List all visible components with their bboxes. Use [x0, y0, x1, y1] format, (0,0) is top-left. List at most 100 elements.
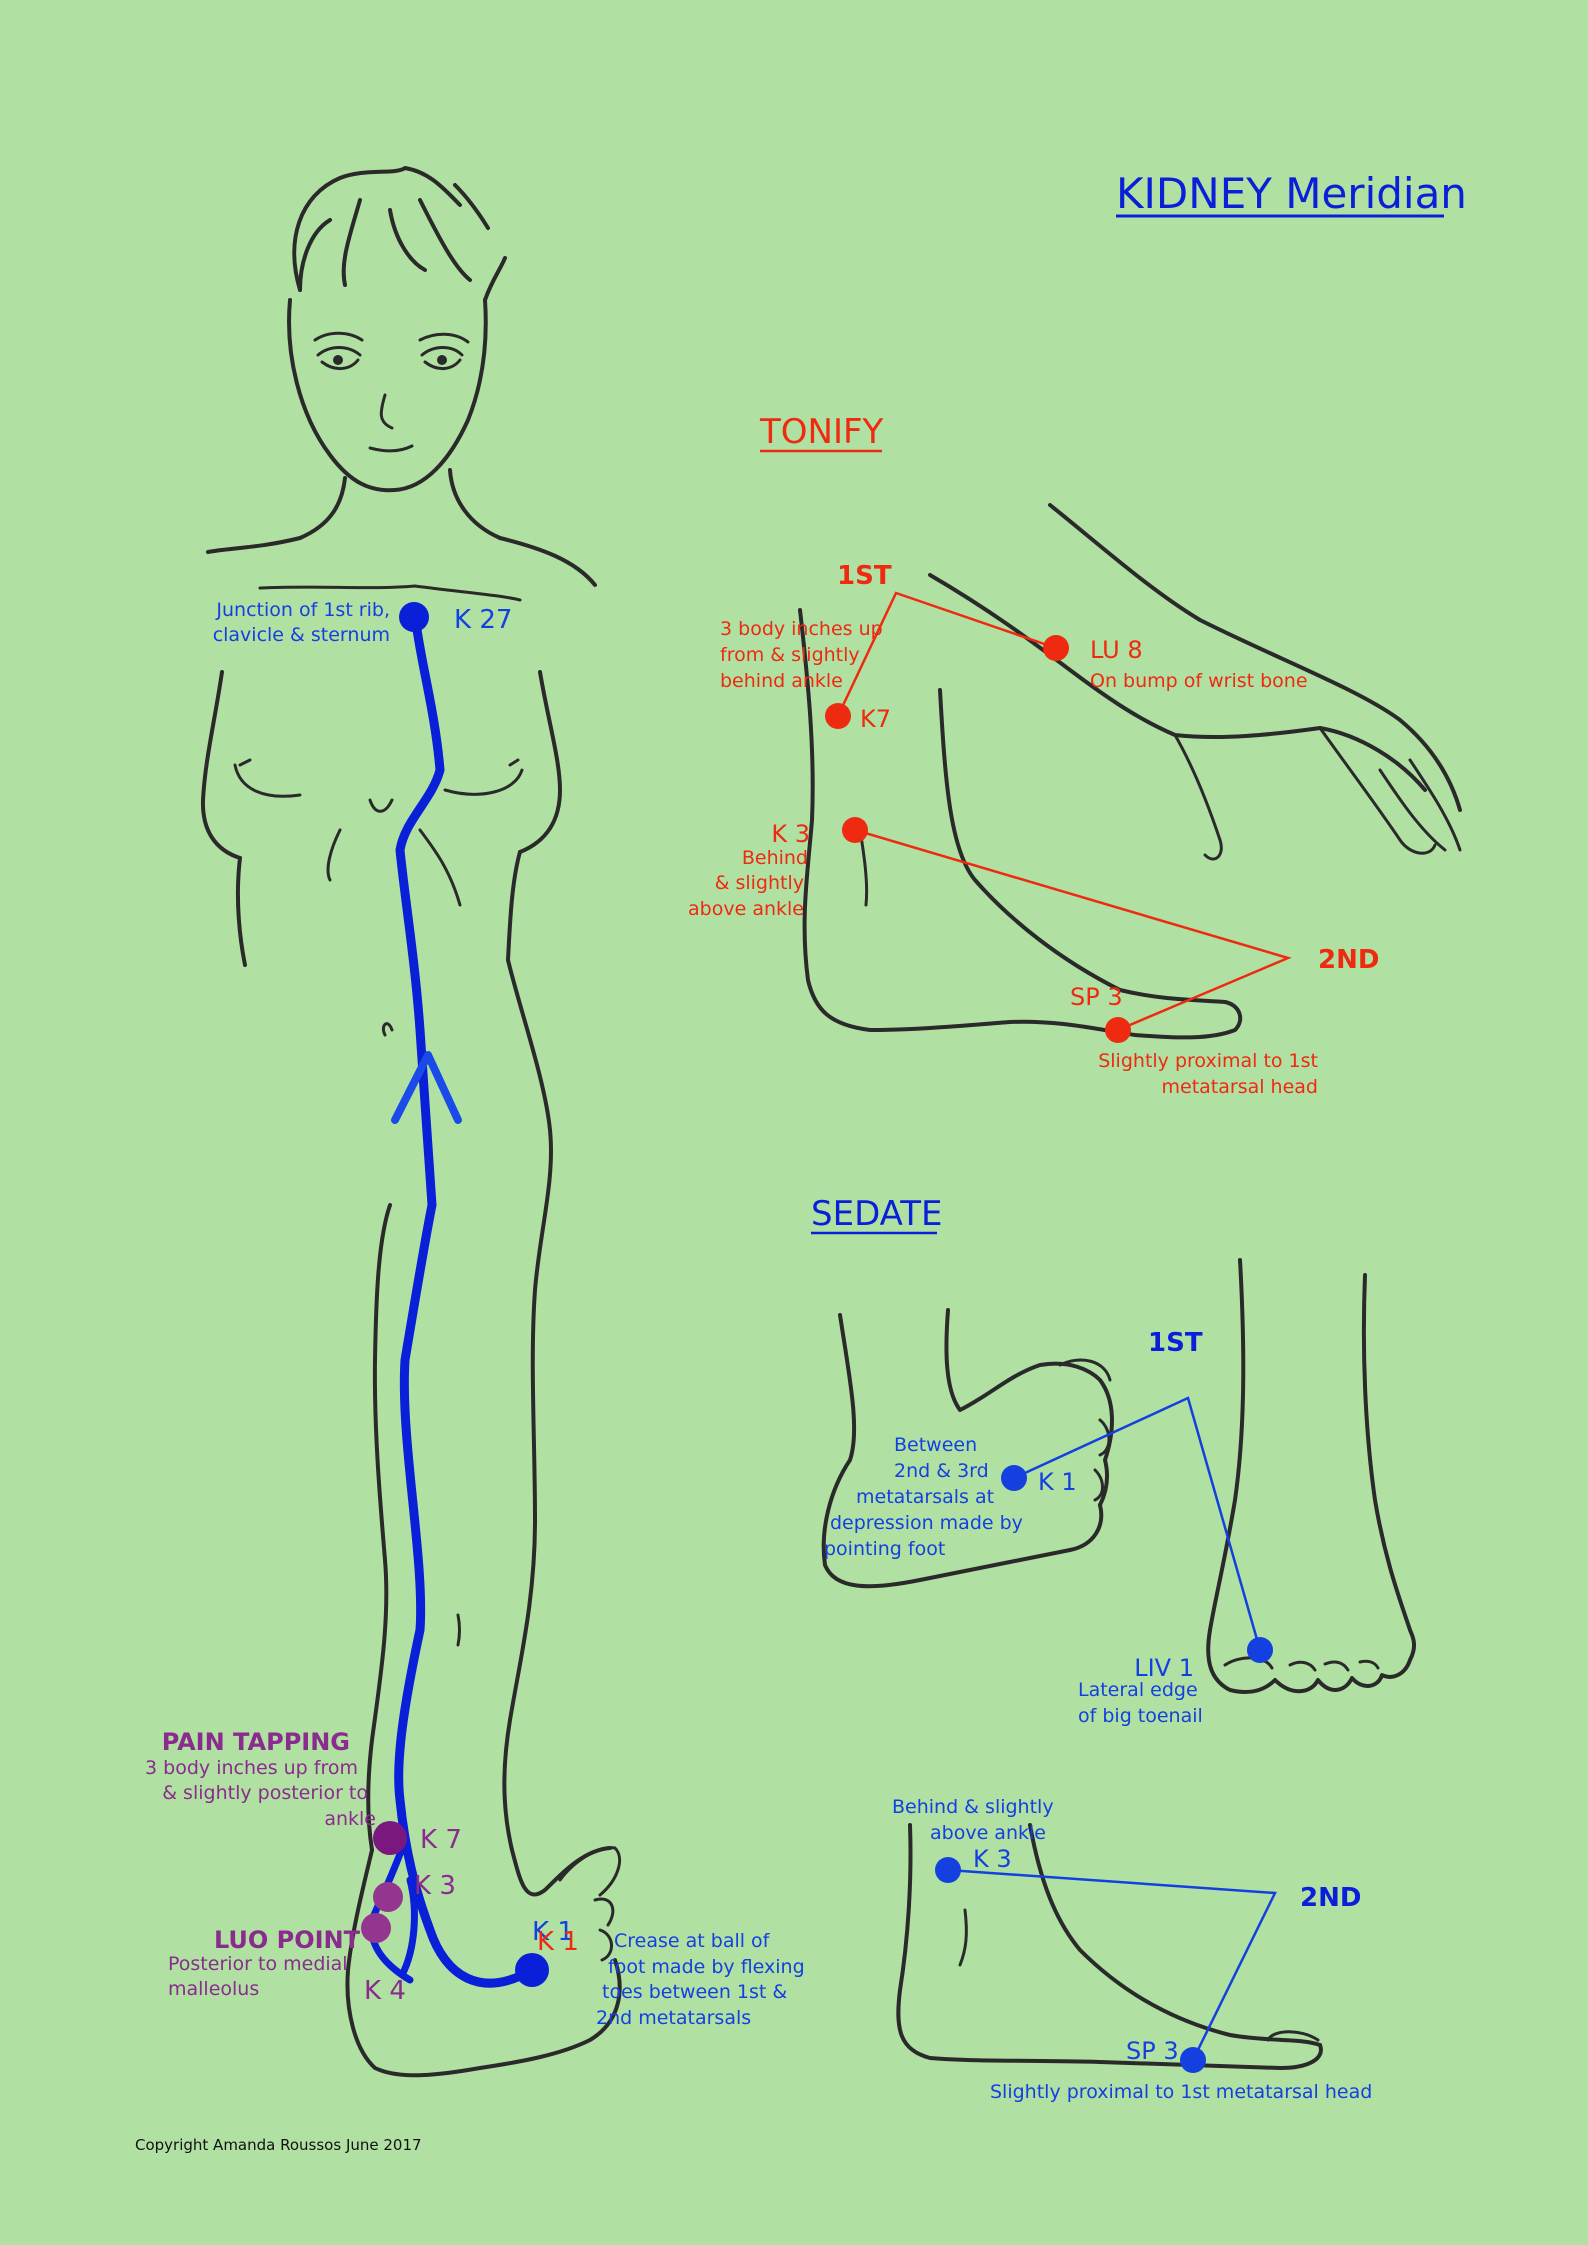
navel — [381, 1022, 394, 1037]
sedate-k3-point — [935, 1857, 961, 1883]
tonify-lu8-desc: On bump of wrist bone — [1090, 670, 1308, 692]
left-pupil — [333, 355, 343, 365]
tonify-first-connector — [836, 591, 1057, 717]
sedate-k1-desc-line-5: pointing foot — [824, 1538, 945, 1560]
hair-strands — [298, 198, 472, 292]
chest-lines — [233, 763, 524, 798]
k1-desc-line-1: Crease at ball of — [614, 1930, 771, 1952]
tonify-first-order: 1ST — [837, 561, 892, 591]
sedate-k3-desc-line-2: above ankle — [930, 1822, 1046, 1844]
pain-tapping-desc-line-3: ankle — [324, 1808, 376, 1830]
tonify-second-order: 2ND — [1318, 945, 1379, 975]
sedate-k1-label: K 1 — [1038, 1468, 1077, 1496]
tonify-k7-point — [825, 703, 851, 729]
sedate-pointed-foot-drawing — [821, 1308, 1114, 1589]
k4-label: K 4 — [364, 1976, 406, 2006]
k1-point — [515, 1953, 549, 1987]
tonify-k7-desc-line-1: 3 body inches up — [720, 618, 883, 640]
nipples — [238, 758, 520, 767]
torso-right — [518, 670, 562, 854]
side-foot-top-outline — [1028, 1823, 1322, 2047]
toes — [558, 1846, 621, 1962]
title-group: KIDNEY Meridian — [1116, 169, 1467, 218]
tonify-sp3-label: SP 3 — [1070, 983, 1123, 1011]
tonify-sp3-point — [1105, 1017, 1131, 1043]
tonify-k7-desc-line-3: behind ankle — [720, 670, 843, 692]
sedate-k3-label: K 3 — [973, 1845, 1012, 1873]
luo-point-desc-line-2: malleolus — [168, 1978, 259, 2000]
kidney-meridian-path — [367, 610, 537, 1988]
sedate-liv1-label: LIV 1 — [1134, 1654, 1194, 1682]
meridian-line — [394, 610, 537, 1988]
k7-label: K 7 — [420, 1825, 462, 1855]
hand-fingers — [1318, 726, 1462, 855]
torso-left — [200, 670, 242, 860]
sedate-k1-desc-line-1: Between — [894, 1434, 977, 1456]
k27-label: K 27 — [454, 605, 512, 635]
side-foot-toe-mark — [1266, 2030, 1320, 2042]
right-pupil — [437, 355, 447, 365]
sedate-k1-desc-line-3: metatarsals at — [856, 1486, 994, 1508]
sedate-second-order: 2ND — [1300, 1883, 1361, 1913]
hand-thumb — [1173, 733, 1223, 861]
waist-left — [235, 856, 247, 967]
side-foot-ankle-mark — [958, 1908, 968, 1967]
k1-desc-line-3: toes between 1st & — [602, 1981, 787, 2003]
face-outline — [287, 298, 488, 493]
tonify-k7-desc-line-2: from & slightly — [720, 644, 860, 666]
tonify-second-connector — [854, 828, 1292, 1032]
tonify-k7-label: K7 — [860, 705, 891, 733]
neck-right — [448, 468, 502, 540]
face-side — [483, 256, 507, 302]
k7-point — [373, 1821, 407, 1855]
sedate-side-foot-drawing — [896, 1823, 1323, 2070]
sedate-k1-desc-line-4: depression made by — [830, 1512, 1023, 1534]
sedate-k3-desc-line-1: Behind & slightly — [892, 1796, 1054, 1818]
pointed-foot-toes — [1058, 1358, 1112, 1502]
tonify-k3-point — [842, 817, 868, 843]
k3-point — [373, 1882, 403, 1912]
body-figure-outline — [200, 166, 622, 2078]
k1-label-red: K 1 — [537, 1927, 579, 1957]
k1-desc-line-2: foot made by flexing — [608, 1956, 805, 1978]
tonify-k3-label: K 3 — [771, 820, 810, 848]
hand-top-outline — [1048, 503, 1462, 812]
k3-label: K 3 — [414, 1871, 456, 1901]
sedate-liv1-point — [1247, 1637, 1273, 1663]
k4-point — [361, 1913, 391, 1943]
luo-point-desc-line-1: Posterior to medial — [168, 1953, 348, 1975]
tonify-foot-front-outline — [938, 688, 1227, 1004]
right-shoulder — [498, 536, 597, 587]
copyright: Copyright Amanda Roussos June 2017 — [135, 2136, 422, 2154]
tonify-lu8-point — [1043, 635, 1069, 661]
page-title: KIDNEY Meridian — [1116, 169, 1467, 218]
tonify-k3-desc-line-2: & slightly — [715, 872, 804, 894]
sedate-section: SEDATE 1ST K 1 Between 2nd & 3rd metatar… — [811, 1194, 1417, 2103]
pointed-foot-back-outline — [821, 1313, 1104, 1589]
tonify-section: TONIFY 1ST K7 3 body inches up from & sl… — [688, 412, 1462, 1098]
waist-right — [506, 850, 522, 962]
tonify-lu8-label: LU 8 — [1090, 636, 1143, 664]
tonify-heading: TONIFY — [759, 412, 884, 452]
pain-tapping-desc-line-1: 3 body inches up from — [145, 1757, 358, 1779]
sedate-front-foot-drawing — [1206, 1258, 1417, 1694]
k27-desc-line-1: Junction of 1st rib, — [215, 599, 390, 621]
sedate-sp3-point — [1180, 2047, 1206, 2073]
rib-lines — [326, 828, 462, 907]
body-points: K 27 Junction of 1st rib, clavicle & ste… — [145, 599, 805, 2029]
front-foot-toenails — [1223, 1656, 1380, 1672]
knee-mark — [456, 1613, 461, 1647]
sedate-second-connector — [947, 1868, 1277, 2061]
collarbone — [258, 584, 522, 602]
foot-outline — [345, 1848, 622, 2078]
pointed-foot-front-outline — [944, 1308, 1114, 1507]
front-foot-left-outline — [1208, 1258, 1246, 1632]
mouth — [368, 444, 414, 453]
front-foot-right-outline — [1361, 1273, 1412, 1632]
tonify-k3-desc-line-3: above ankle — [688, 898, 804, 920]
sternum-notch — [368, 798, 394, 813]
luo-point-heading: LUO POINT — [214, 1926, 361, 1954]
sedate-sp3-desc: Slightly proximal to 1st metatarsal head — [990, 2081, 1372, 2103]
tonify-sp3-desc-line-2: metatarsal head — [1162, 1076, 1319, 1098]
eyebrows — [313, 331, 470, 344]
